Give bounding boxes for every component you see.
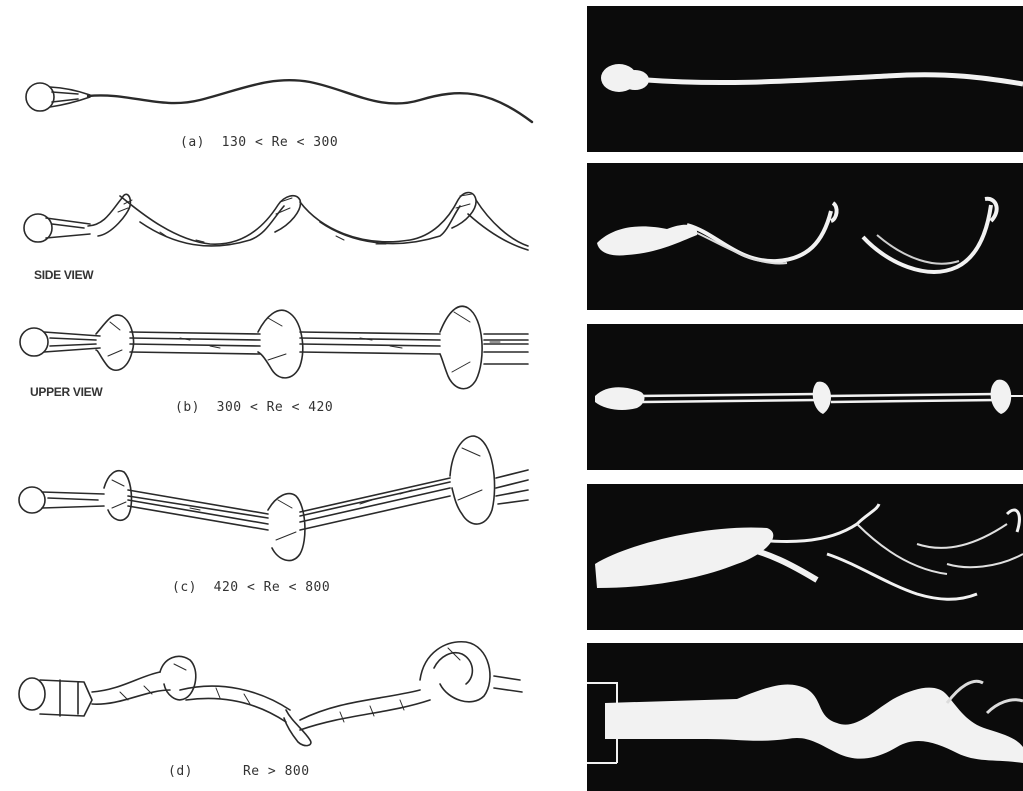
- photo-b-side: [587, 163, 1023, 310]
- photo-b-upper: [587, 324, 1023, 470]
- sphere-d: [19, 678, 45, 710]
- upper-view-label: UPPER VIEW: [30, 385, 102, 399]
- sphere-c: [19, 487, 45, 513]
- photo-b-upper-smoke: [587, 324, 1023, 470]
- caption-a: (a) 130 < Re < 300: [180, 135, 338, 150]
- sketch-a: [26, 80, 532, 122]
- caption-c: (c) 420 < Re < 800: [172, 580, 330, 595]
- sketch-b-upper: [20, 306, 528, 388]
- photo-d-smoke: [587, 643, 1023, 791]
- caption-d: (d) Re > 800: [168, 764, 310, 779]
- wake-sketches: (a) 130 < Re < 300 SIDE VIEW UPPER VIEW …: [0, 0, 580, 791]
- sketch-b-side: [24, 193, 528, 251]
- photo-d: [587, 643, 1023, 791]
- sketch-d: [19, 642, 522, 746]
- photo-c: [587, 484, 1023, 630]
- side-view-label: SIDE VIEW: [34, 268, 93, 282]
- photo-a-smoke: [587, 6, 1023, 152]
- photo-a: [587, 6, 1023, 152]
- wake-line-a: [88, 80, 532, 122]
- caption-b: (b) 300 < Re < 420: [175, 400, 333, 415]
- photo-b-side-smoke: [587, 163, 1023, 310]
- photo-c-smoke: [587, 484, 1023, 630]
- sketch-c: [19, 436, 528, 561]
